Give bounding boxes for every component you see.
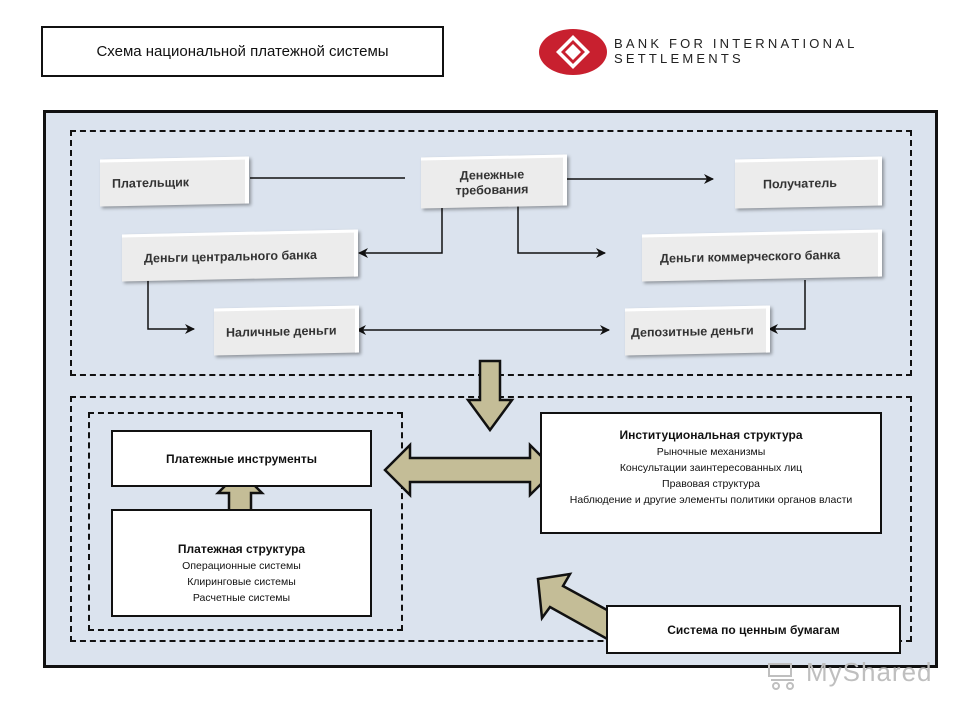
payment-instruments-label: Платежные инструменты (165, 451, 318, 466)
monetary-claims-label: Денежные требования (455, 167, 529, 198)
commercial-bank-deposit-arrow (768, 280, 806, 334)
page-title-text: Схема национальной платежной системы (96, 43, 389, 60)
claims-commercial-bank-arrow (517, 203, 606, 258)
commercial-bank-money-node: Деньги коммерческого банка (642, 229, 882, 282)
horizontal-double-arrow (383, 441, 557, 499)
watermark-icon (768, 663, 794, 690)
securities-system-box: Система по ценным бумагам (606, 605, 901, 654)
deposit-money-label: Депозитные деньги (631, 323, 754, 340)
cash-node: Наличные деньги (214, 305, 359, 356)
securities-system-label: Система по ценным бумагам (667, 622, 840, 637)
central-bank-money-label: Деньги центрального банка (144, 247, 317, 266)
institutional-structure-title: Институциональная структура (619, 428, 803, 442)
central-bank-money-node: Деньги центрального банка (122, 229, 358, 282)
central-bank-cash-arrow (147, 280, 195, 334)
institutional-structure-item: Рыночные механизмы (656, 446, 766, 458)
payer-node: Плательщик (100, 156, 249, 207)
payment-structure-box: Платежная структура Операционные системы… (111, 509, 372, 617)
cash-label: Наличные деньги (226, 323, 337, 340)
institutional-structure-box: Институциональная структура Рыночные мех… (540, 412, 882, 534)
recipient-label: Получатель (763, 175, 837, 192)
payment-structure-item: Операционные системы (182, 560, 301, 572)
institutional-structure-item: Правовая структура (662, 478, 760, 490)
payment-structure-title: Платежная структура (177, 542, 306, 556)
commercial-bank-money-label: Деньги коммерческого банка (660, 247, 841, 266)
payment-structure-item: Расчетные системы (192, 592, 291, 604)
watermark-text: MyShared (806, 657, 933, 687)
payment-instruments-box: Платежные инструменты (111, 430, 372, 487)
institutional-structure-item: Наблюдение и другие элементы политики ор… (569, 494, 853, 506)
payer-label: Плательщик (112, 175, 190, 191)
deposit-money-node: Депозитные деньги (625, 305, 770, 356)
institutional-structure-item: Консультации заинтересованных лиц (619, 462, 803, 474)
payment-system-area (88, 412, 403, 631)
org-name: BANK FOR INTERNATIONAL SETTLEMENTS (614, 36, 858, 66)
recipient-node: Получатель (735, 156, 882, 209)
monetary-claims-node: Денежные требования (421, 154, 567, 209)
payment-structure-item: Клиринговые системы (187, 576, 296, 588)
bis-logo-icon (539, 29, 607, 75)
claims-central-bank-arrow (358, 203, 443, 258)
down-block-arrow (465, 359, 515, 433)
page-title: Схема национальной платежной системы (41, 26, 444, 77)
